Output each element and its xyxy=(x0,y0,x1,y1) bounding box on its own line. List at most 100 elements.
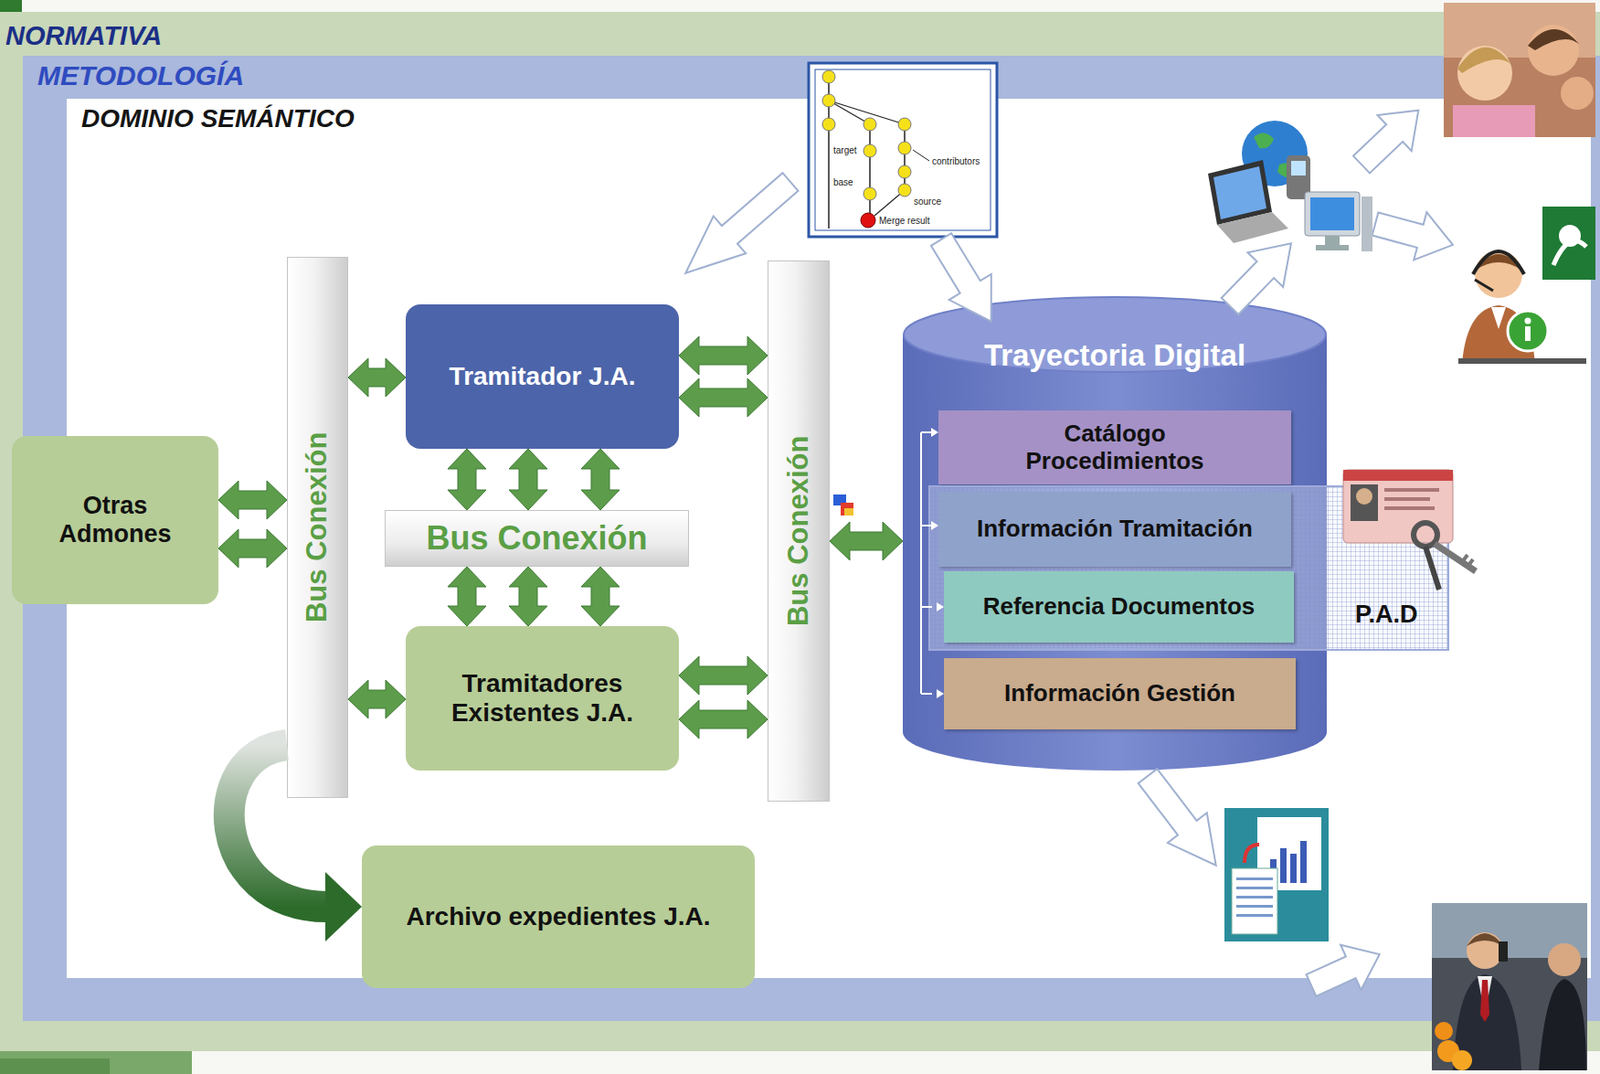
node-label: Información Gestión xyxy=(1004,679,1236,708)
id-card-keys xyxy=(1384,487,1440,492)
node-label: Tramitador J.A. xyxy=(449,361,636,392)
corner-decoration xyxy=(0,0,22,12)
operator-icon xyxy=(1472,251,1525,275)
computers-icon xyxy=(1291,160,1306,176)
report-chart-icon xyxy=(1236,886,1273,890)
business-photo xyxy=(1431,902,1588,1071)
bracket-lines xyxy=(936,602,944,612)
graph-label: base xyxy=(833,177,854,189)
report-chart-icon xyxy=(1236,877,1273,880)
business-photo xyxy=(1547,943,1581,976)
id-card-keys xyxy=(1356,487,1373,505)
family-photo xyxy=(1560,76,1594,110)
small-bus-icon xyxy=(840,502,854,516)
block-arrow xyxy=(508,448,548,510)
band-heading: NORMATIVA xyxy=(5,21,162,52)
bus-arrow xyxy=(218,480,287,520)
version-graph-picture xyxy=(903,124,906,191)
operator-icon xyxy=(1542,206,1596,280)
outline-arrows xyxy=(1368,200,1460,269)
node-label: Tramitadores Existentes J.A. xyxy=(428,668,657,728)
version-graph-picture xyxy=(912,149,930,161)
id-card-keys xyxy=(1462,554,1473,567)
process-box: Información Gestión xyxy=(943,657,1296,730)
bus-bar: Bus Conexión xyxy=(384,509,689,567)
id-card-keys xyxy=(1350,484,1378,521)
block-arrow xyxy=(508,566,548,626)
operator-icon xyxy=(1458,358,1587,364)
process-box: Información Tramitación xyxy=(938,491,1292,567)
version-graph-picture xyxy=(898,141,912,155)
bus-arrow xyxy=(447,448,487,510)
block-arrow xyxy=(678,336,768,375)
bus-arrow xyxy=(829,521,903,561)
version-graph-picture xyxy=(822,70,836,84)
graph-label: Merge result xyxy=(879,215,931,227)
bus-arrow xyxy=(348,679,406,719)
business-photo xyxy=(1466,932,1504,969)
family-photo xyxy=(1527,24,1579,76)
report-chart-icon xyxy=(1280,847,1287,883)
process-box: Otras Admones xyxy=(11,435,219,604)
arrow-head xyxy=(325,871,362,942)
computers-icon xyxy=(1213,166,1267,220)
outline-arrows xyxy=(1212,225,1310,323)
family-photo xyxy=(1452,105,1536,138)
node-label: P.A.D xyxy=(1355,600,1419,629)
bus-arrow xyxy=(447,566,487,626)
small-bus-icon xyxy=(833,494,854,516)
operator-icon xyxy=(1474,250,1523,298)
id-card-keys xyxy=(1343,469,1476,590)
block-arrow xyxy=(218,480,287,520)
bus-bar: Bus Conexión xyxy=(286,256,349,798)
bus-arrow xyxy=(678,656,768,695)
node-label: Otras Admones xyxy=(42,491,189,549)
block-arrow xyxy=(447,566,487,626)
block-arrow xyxy=(348,679,406,719)
bus-arrow xyxy=(678,378,768,417)
outline-arrows xyxy=(669,92,1460,1007)
process-box: Tramitador J.A. xyxy=(405,304,679,449)
report-chart-icon xyxy=(1231,868,1278,934)
bus-arrow xyxy=(229,744,362,942)
bracket-lines xyxy=(931,520,939,530)
report-chart-icon xyxy=(1236,895,1273,899)
block-arrow xyxy=(678,699,768,739)
bus-arrow xyxy=(678,336,768,375)
id-card-keys xyxy=(1384,506,1435,510)
bracket-lines xyxy=(921,692,933,695)
version-graph-picture xyxy=(863,144,877,158)
version-graph-picture xyxy=(898,165,912,179)
band-heading: DOMINIO SEMÁNTICO xyxy=(81,104,355,134)
node-label: Catálogo Procedimientos xyxy=(991,420,1239,476)
computers-icon xyxy=(1310,197,1355,231)
node-label: Archivo expedientes J.A. xyxy=(405,901,710,932)
corner-decoration xyxy=(0,0,192,1074)
bus-arrow xyxy=(678,699,768,739)
bus-arrow xyxy=(581,448,620,510)
bracket-lines xyxy=(931,427,939,437)
corner-decoration xyxy=(0,1058,110,1074)
business-photo xyxy=(1498,941,1508,962)
block-arrow xyxy=(678,378,768,417)
corner-decoration xyxy=(0,1050,192,1074)
curved-arrow xyxy=(229,744,328,907)
process-box: Referencia Documentos xyxy=(943,571,1294,643)
id-card-keys xyxy=(1425,546,1440,590)
report-chart-icon xyxy=(1236,904,1273,908)
id-card-keys xyxy=(1413,522,1438,547)
bus-arrow xyxy=(348,358,406,397)
bracket-lines xyxy=(921,605,933,608)
graph-label: contributors xyxy=(932,156,980,168)
id-card-keys xyxy=(1434,543,1476,572)
block-arrow xyxy=(678,656,768,695)
business-photo xyxy=(1466,932,1504,946)
bracket-lines xyxy=(920,432,922,694)
process-box: Tramitadores Existentes J.A. xyxy=(405,625,679,771)
node-label: Bus Conexión xyxy=(301,432,335,623)
band-heading: METODOLOGÍA xyxy=(37,60,244,93)
family-photo xyxy=(1443,2,1596,138)
version-graph-picture xyxy=(808,63,997,237)
bracket-lines xyxy=(921,524,933,527)
